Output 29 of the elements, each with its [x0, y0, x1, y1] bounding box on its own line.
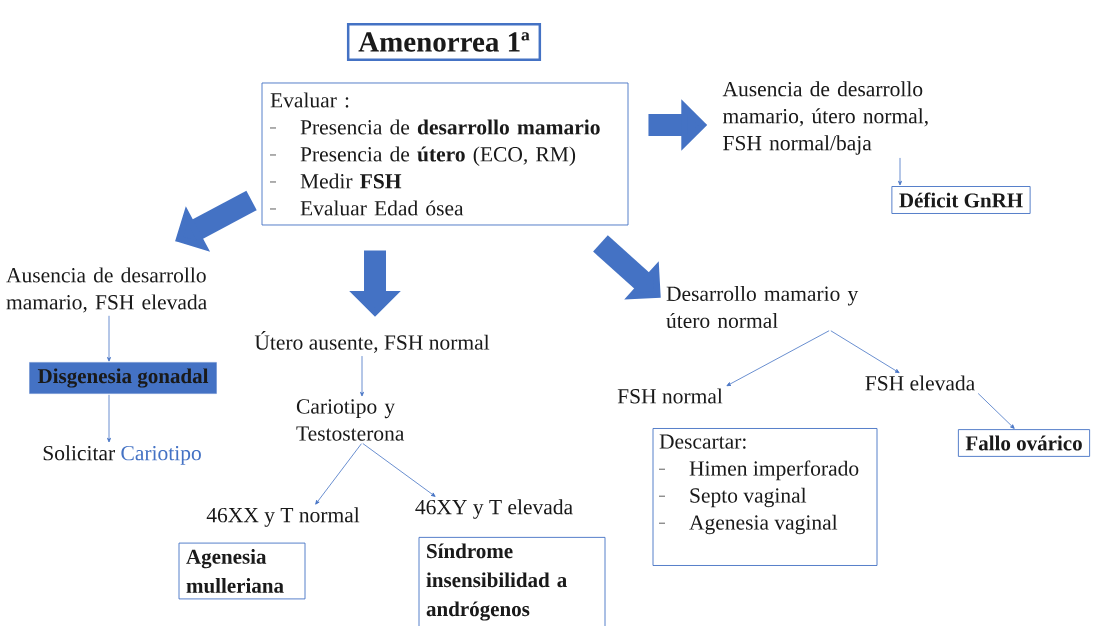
arrow	[107, 315, 111, 362]
diagnosis-box: Disgenesia gonadal	[29, 362, 217, 394]
arrow	[360, 355, 364, 397]
arrow	[898, 157, 902, 186]
finding-text: Desarrollo mamario y útero normal	[666, 285, 859, 329]
title-box: Amenorrea 1ª	[346, 22, 542, 62]
block-arrow	[593, 235, 661, 300]
diagnosis-box: Déficit GnRH	[891, 186, 1031, 214]
finding-text: 46XY y T elevada	[415, 499, 573, 519]
action-text: Solicitar Cariotipo	[43, 445, 201, 465]
finding-text: Útero ausente, FSH normal	[254, 331, 490, 353]
finding-text: Cariotipo y Testosterona	[296, 399, 405, 441]
arrow	[107, 394, 111, 443]
diagnosis-box: Agenesia mulleriana	[178, 542, 306, 600]
finding-text: FSH normal	[617, 388, 723, 404]
diagnosis-box: Fallo ovárico	[957, 429, 1091, 457]
evaluation-box: Evaluar : Presencia de desarrollo mamario Presencia de útero (ECO, RM) Medir FSH Evaluar Edad ósea	[261, 82, 629, 226]
arrow	[977, 393, 1015, 429]
finding-text: Ausencia de desarrollo mamario, útero normal, FSH normal/baja	[722, 81, 928, 155]
arrow	[830, 330, 900, 374]
rule-out-box: Descartar: Himen imperforado Septo vaginal Agenesia vaginal	[652, 428, 878, 566]
finding-text: Ausencia de desarrollo mamario, FSH elevada	[6, 267, 207, 313]
arrow	[362, 443, 436, 497]
diagnosis-box: Síndrome insensibilidad a andrógenos	[418, 536, 606, 626]
block-arrow	[175, 190, 257, 252]
arrow	[726, 330, 830, 387]
arrow	[315, 443, 362, 505]
finding-text: FSH elevada	[865, 375, 975, 391]
finding-text: 46XX y T normal	[206, 507, 360, 527]
